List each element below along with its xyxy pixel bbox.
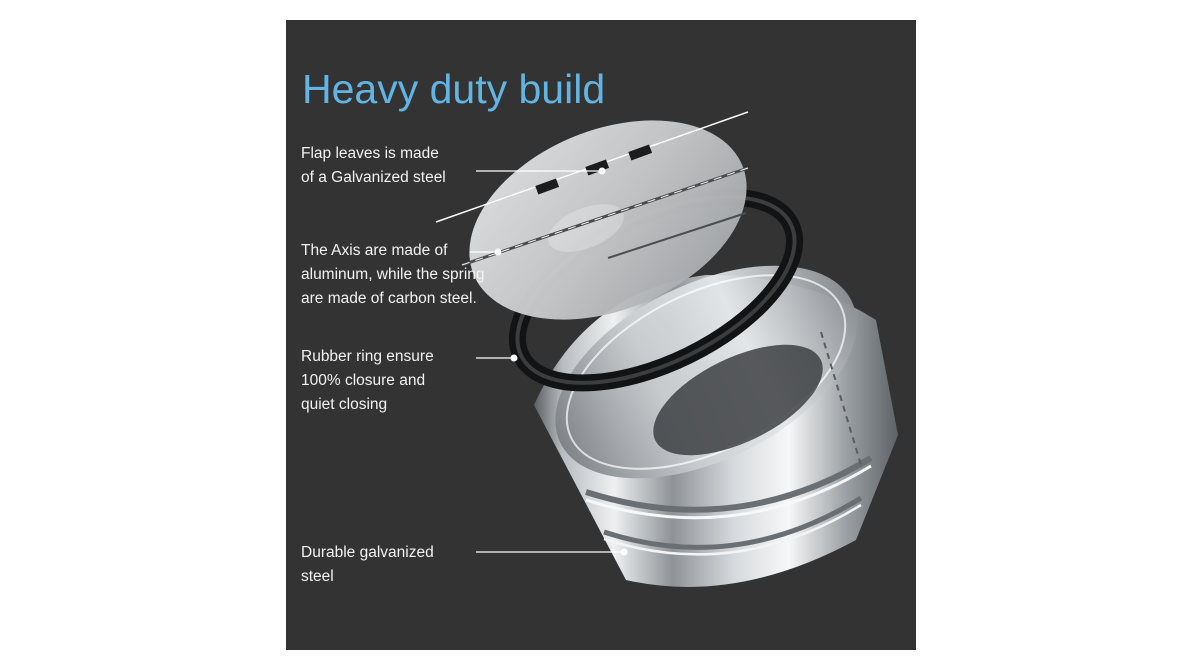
product-infographic: Heavy duty build Flap leaves is made of … — [286, 20, 916, 650]
callout-line: The Axis are made of — [301, 242, 448, 259]
callout-line: aluminum, while the spring — [301, 266, 485, 283]
callout-line: of a Galvanized steel — [301, 169, 446, 186]
callout-line: quiet closing — [301, 396, 388, 413]
callout-leaders — [470, 167, 628, 556]
flap-disc — [435, 111, 749, 320]
callout-line: are made of carbon steel. — [301, 290, 477, 307]
callout-line: Flap leaves is made — [301, 145, 439, 162]
callout-line: 100% closure and — [301, 372, 426, 389]
steel-cylinder-body — [534, 265, 898, 587]
callout-line: steel — [301, 568, 334, 585]
callout-rubber-ring: Rubber ring ensure 100% closure and quie… — [301, 345, 434, 417]
callout-flap-leaves: Flap leaves is made of a Galvanized stee… — [301, 142, 446, 190]
callout-line: Durable galvanized — [301, 544, 434, 561]
page-title: Heavy duty build — [302, 66, 606, 112]
damper-exploded-illustration — [435, 111, 898, 587]
callout-line: Rubber ring ensure — [301, 348, 434, 365]
callout-galvanized-steel: Durable galvanized steel — [301, 541, 434, 589]
callout-axis: The Axis are made of aluminum, while the… — [301, 239, 485, 311]
